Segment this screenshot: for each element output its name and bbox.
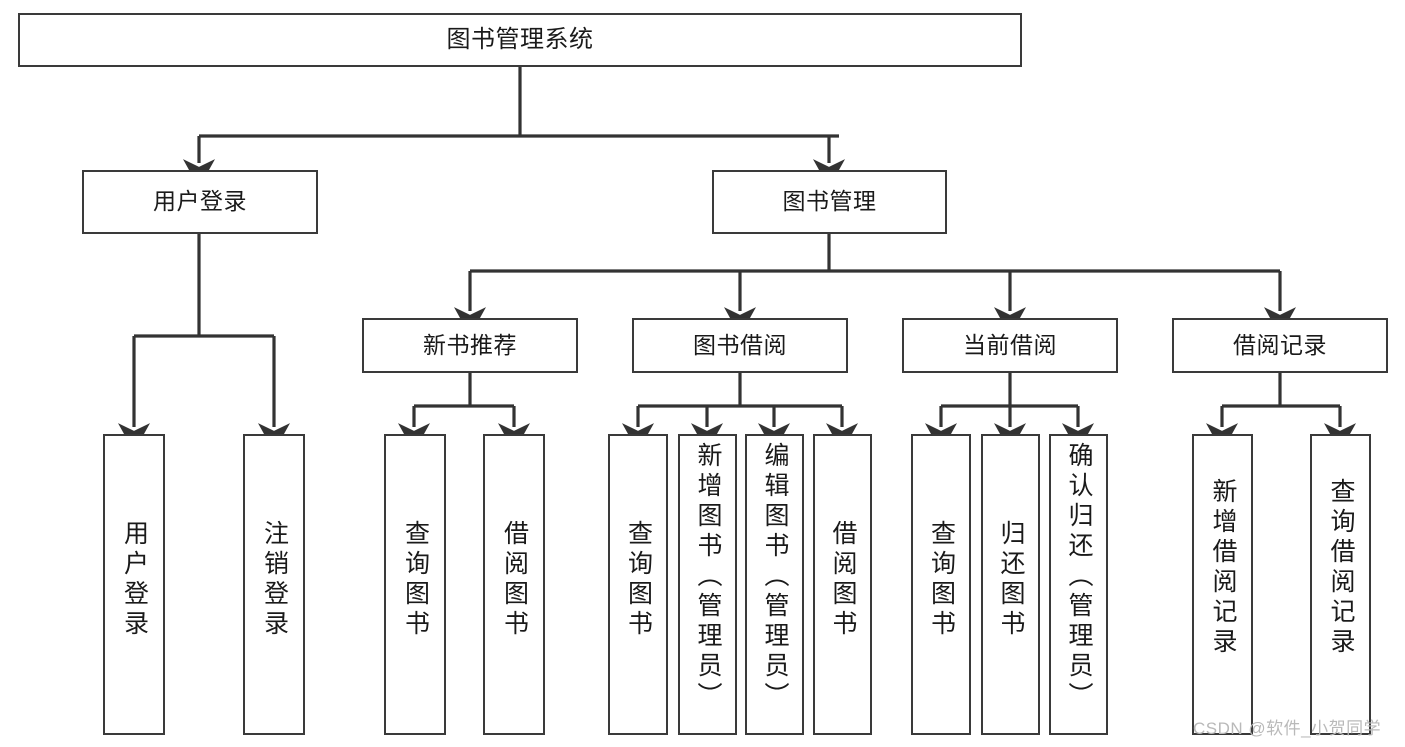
node-leaf-add-record-label: 新增借阅记录	[1209, 478, 1237, 658]
node-leaf-query-book-3[interactable]: 查询图书	[911, 434, 971, 735]
node-new-book-recommend-label: 新书推荐	[423, 331, 517, 358]
node-leaf-confirm-return[interactable]: 确认归还（管理员）	[1049, 434, 1108, 735]
node-leaf-borrow-book-2-label: 借阅图书	[829, 520, 857, 640]
node-leaf-user-login[interactable]: 用户登录	[103, 434, 165, 735]
node-leaf-return-book-label: 归还图书	[997, 520, 1025, 640]
node-leaf-user-login-label: 用户登录	[120, 520, 149, 640]
node-book-management[interactable]: 图书管理	[712, 170, 947, 234]
node-leaf-edit-book[interactable]: 编辑图书（管理员）	[745, 434, 804, 735]
node-leaf-query-book-2-label: 查询图书	[624, 520, 653, 640]
node-root-label: 图书管理系统	[446, 25, 594, 53]
node-current-borrow[interactable]: 当前借阅	[902, 318, 1118, 373]
node-borrow-record-label: 借阅记录	[1233, 331, 1327, 358]
node-book-borrow[interactable]: 图书借阅	[632, 318, 848, 373]
node-leaf-return-book[interactable]: 归还图书	[981, 434, 1040, 735]
node-new-book-recommend[interactable]: 新书推荐	[362, 318, 578, 373]
node-leaf-edit-book-label: 编辑图书（管理员）	[761, 442, 789, 712]
csdn-watermark: CSDN @软件_小贺同学	[1193, 714, 1381, 739]
node-user-login[interactable]: 用户登录	[82, 170, 318, 234]
node-leaf-add-record[interactable]: 新增借阅记录	[1192, 434, 1253, 735]
node-user-login-label: 用户登录	[153, 188, 247, 215]
node-leaf-borrow-book-1-label: 借阅图书	[500, 520, 529, 640]
node-borrow-record[interactable]: 借阅记录	[1172, 318, 1388, 373]
node-root-system[interactable]: 图书管理系统	[18, 13, 1022, 67]
node-leaf-query-book-1[interactable]: 查询图书	[384, 434, 446, 735]
node-leaf-confirm-return-label: 确认归还（管理员）	[1065, 442, 1093, 712]
node-leaf-query-record-label: 查询借阅记录	[1327, 478, 1355, 658]
node-leaf-logout-login-label: 注销登录	[260, 520, 289, 640]
node-leaf-logout-login[interactable]: 注销登录	[243, 434, 305, 735]
node-leaf-borrow-book-2[interactable]: 借阅图书	[813, 434, 872, 735]
node-leaf-add-book-label: 新增图书（管理员）	[694, 442, 722, 712]
node-leaf-query-book-2[interactable]: 查询图书	[608, 434, 668, 735]
node-book-borrow-label: 图书借阅	[693, 331, 787, 358]
node-leaf-borrow-book-1[interactable]: 借阅图书	[483, 434, 545, 735]
csdn-watermark-text: CSDN @软件_小贺同学	[1193, 719, 1382, 738]
node-book-management-label: 图书管理	[782, 188, 877, 215]
node-leaf-query-book-3-label: 查询图书	[927, 520, 956, 640]
node-leaf-query-record[interactable]: 查询借阅记录	[1310, 434, 1371, 735]
node-leaf-add-book[interactable]: 新增图书（管理员）	[678, 434, 737, 735]
node-current-borrow-label: 当前借阅	[963, 331, 1057, 358]
node-leaf-query-book-1-label: 查询图书	[401, 520, 430, 640]
